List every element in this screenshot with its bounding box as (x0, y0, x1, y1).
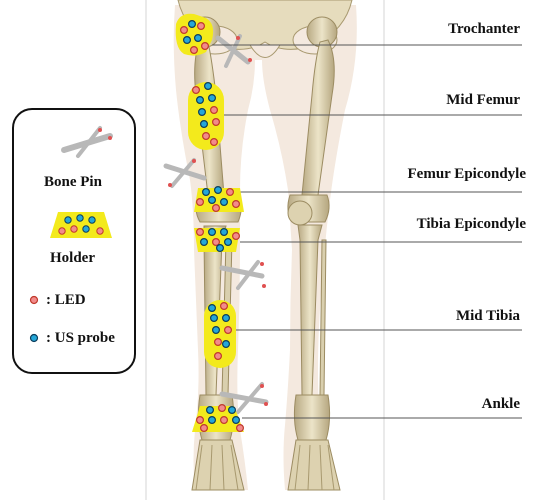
us-probe-marker (209, 197, 216, 204)
led-marker (213, 119, 220, 126)
us-probe-marker (197, 97, 204, 104)
led-marker (219, 405, 226, 412)
led-marker (203, 133, 210, 140)
led-marker (233, 233, 240, 240)
led-marker (197, 199, 204, 206)
led-marker (193, 87, 200, 94)
legend-box: Bone Pin Holder : LED : US probe (12, 108, 136, 374)
legend-us-probe-label: : US probe (46, 330, 115, 347)
led-marker (227, 189, 234, 196)
led-marker (211, 107, 218, 114)
label-femur-epicondyle: Femur Epicondyle (408, 166, 526, 183)
label-tibia-epicondyle: Tibia Epicondyle (417, 216, 526, 233)
us-probe-marker (195, 35, 202, 42)
led-marker (181, 27, 188, 34)
us-probe-marker (223, 315, 230, 322)
us-probe-marker (221, 229, 228, 236)
us-probe-marker (229, 407, 236, 414)
led-marker (197, 229, 204, 236)
label-trochanter: Trochanter (448, 21, 520, 38)
us-probe-marker (209, 305, 216, 312)
led-marker (201, 425, 208, 432)
led-marker (211, 139, 218, 146)
led-marker (221, 417, 228, 424)
us-probe-marker (207, 407, 214, 414)
us-probe-marker (233, 417, 240, 424)
us-probe-marker (201, 121, 208, 128)
bone-pin-legend-icon (64, 128, 112, 156)
us-probe-marker (203, 189, 210, 196)
us-probe-marker (199, 109, 206, 116)
label-ankle: Ankle (482, 396, 520, 413)
led-marker (215, 353, 222, 360)
led-marker (198, 23, 205, 30)
us-probe-marker (225, 239, 232, 246)
led-legend-icon (31, 297, 38, 304)
label-mid-tibia: Mid Tibia (456, 308, 520, 325)
legend-led-label: : LED (46, 292, 86, 309)
led-marker (213, 205, 220, 212)
led-marker (191, 47, 198, 54)
us-probe-marker (221, 199, 228, 206)
us-probe-marker (209, 95, 216, 102)
led-marker (202, 43, 209, 50)
us-probe-marker (184, 37, 191, 44)
led-marker (237, 425, 244, 432)
us-probe-marker (189, 21, 196, 28)
us-probe-marker (215, 187, 222, 194)
led-marker (221, 303, 228, 310)
us-probe-legend-icon (31, 335, 38, 342)
us-probe-marker (223, 341, 230, 348)
led-marker (233, 201, 240, 208)
legend-bone-pin-label: Bone Pin (44, 174, 102, 191)
us-probe-marker (217, 245, 224, 252)
us-probe-marker (211, 315, 218, 322)
us-probe-marker (209, 417, 216, 424)
label-mid-femur: Mid Femur (446, 92, 520, 109)
us-probe-marker (201, 239, 208, 246)
led-marker (225, 327, 232, 334)
holder-legend-icon (50, 212, 112, 238)
us-probe-marker (213, 327, 220, 334)
us-probe-marker (205, 83, 212, 90)
legend-holder-label: Holder (50, 250, 95, 267)
led-marker (197, 417, 204, 424)
led-marker (215, 339, 222, 346)
us-probe-marker (209, 229, 216, 236)
